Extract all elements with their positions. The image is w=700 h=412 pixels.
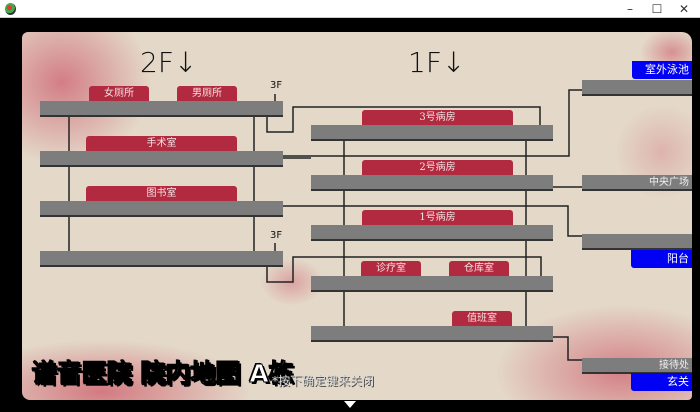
close-button[interactable]: ✕ — [678, 2, 690, 16]
room-ward-2[interactable]: 2号病房 — [362, 160, 513, 175]
map-title: 谱音医院 院内地图 A栋 — [32, 359, 295, 389]
floor-1f-label: 1F↓ — [408, 46, 466, 79]
corridor-2f-3 — [40, 201, 283, 217]
room-mens-toilet[interactable]: 男厕所 — [177, 86, 237, 101]
exit-entrance[interactable]: 玄关 — [631, 373, 692, 391]
floor-3f-upper-label: 3F — [270, 80, 283, 91]
corridor-2f-2 — [40, 151, 283, 167]
exit-balcony[interactable]: 阳台 — [631, 250, 692, 268]
corridor-1f-4 — [311, 276, 553, 292]
area-reception[interactable]: 接待处 — [582, 358, 692, 374]
room-surgery[interactable]: 手术室 — [86, 136, 237, 151]
room-ward-3[interactable]: 3号病房 — [362, 110, 513, 125]
corridor-1f-5 — [311, 326, 553, 342]
room-storage[interactable]: 仓库室 — [449, 261, 509, 276]
room-duty[interactable]: 值班室 — [452, 311, 512, 326]
window-titlebar: – ☐ ✕ — [0, 0, 700, 18]
minimize-button[interactable]: – — [627, 2, 633, 16]
continue-arrow-icon[interactable] — [344, 401, 356, 408]
exit-pool[interactable]: 室外泳池 — [632, 61, 692, 79]
room-library[interactable]: 图书室 — [86, 186, 237, 201]
corridor-1f-2 — [311, 175, 553, 191]
app-icon — [5, 3, 16, 15]
corridor-1f-3 — [311, 225, 553, 241]
room-womens-toilet[interactable]: 女厕所 — [89, 86, 149, 101]
maximize-button[interactable]: ☐ — [651, 2, 663, 16]
room-clinic[interactable]: 诊疗室 — [361, 261, 421, 276]
floor-3f-lower-label: 3F — [270, 230, 283, 241]
corridor-balcony — [582, 234, 692, 250]
floor-2f-label: 2F↓ — [140, 46, 198, 79]
area-plaza[interactable]: 中央广场 — [582, 175, 692, 191]
corridor-pool — [582, 80, 692, 96]
corridor-2f-1 — [40, 101, 283, 117]
corridor-2f-4 — [40, 251, 283, 267]
room-ward-1[interactable]: 1号病房 — [362, 210, 513, 225]
corridor-1f-1 — [311, 125, 553, 141]
close-hint: *按下确定键来关闭 — [272, 374, 375, 388]
